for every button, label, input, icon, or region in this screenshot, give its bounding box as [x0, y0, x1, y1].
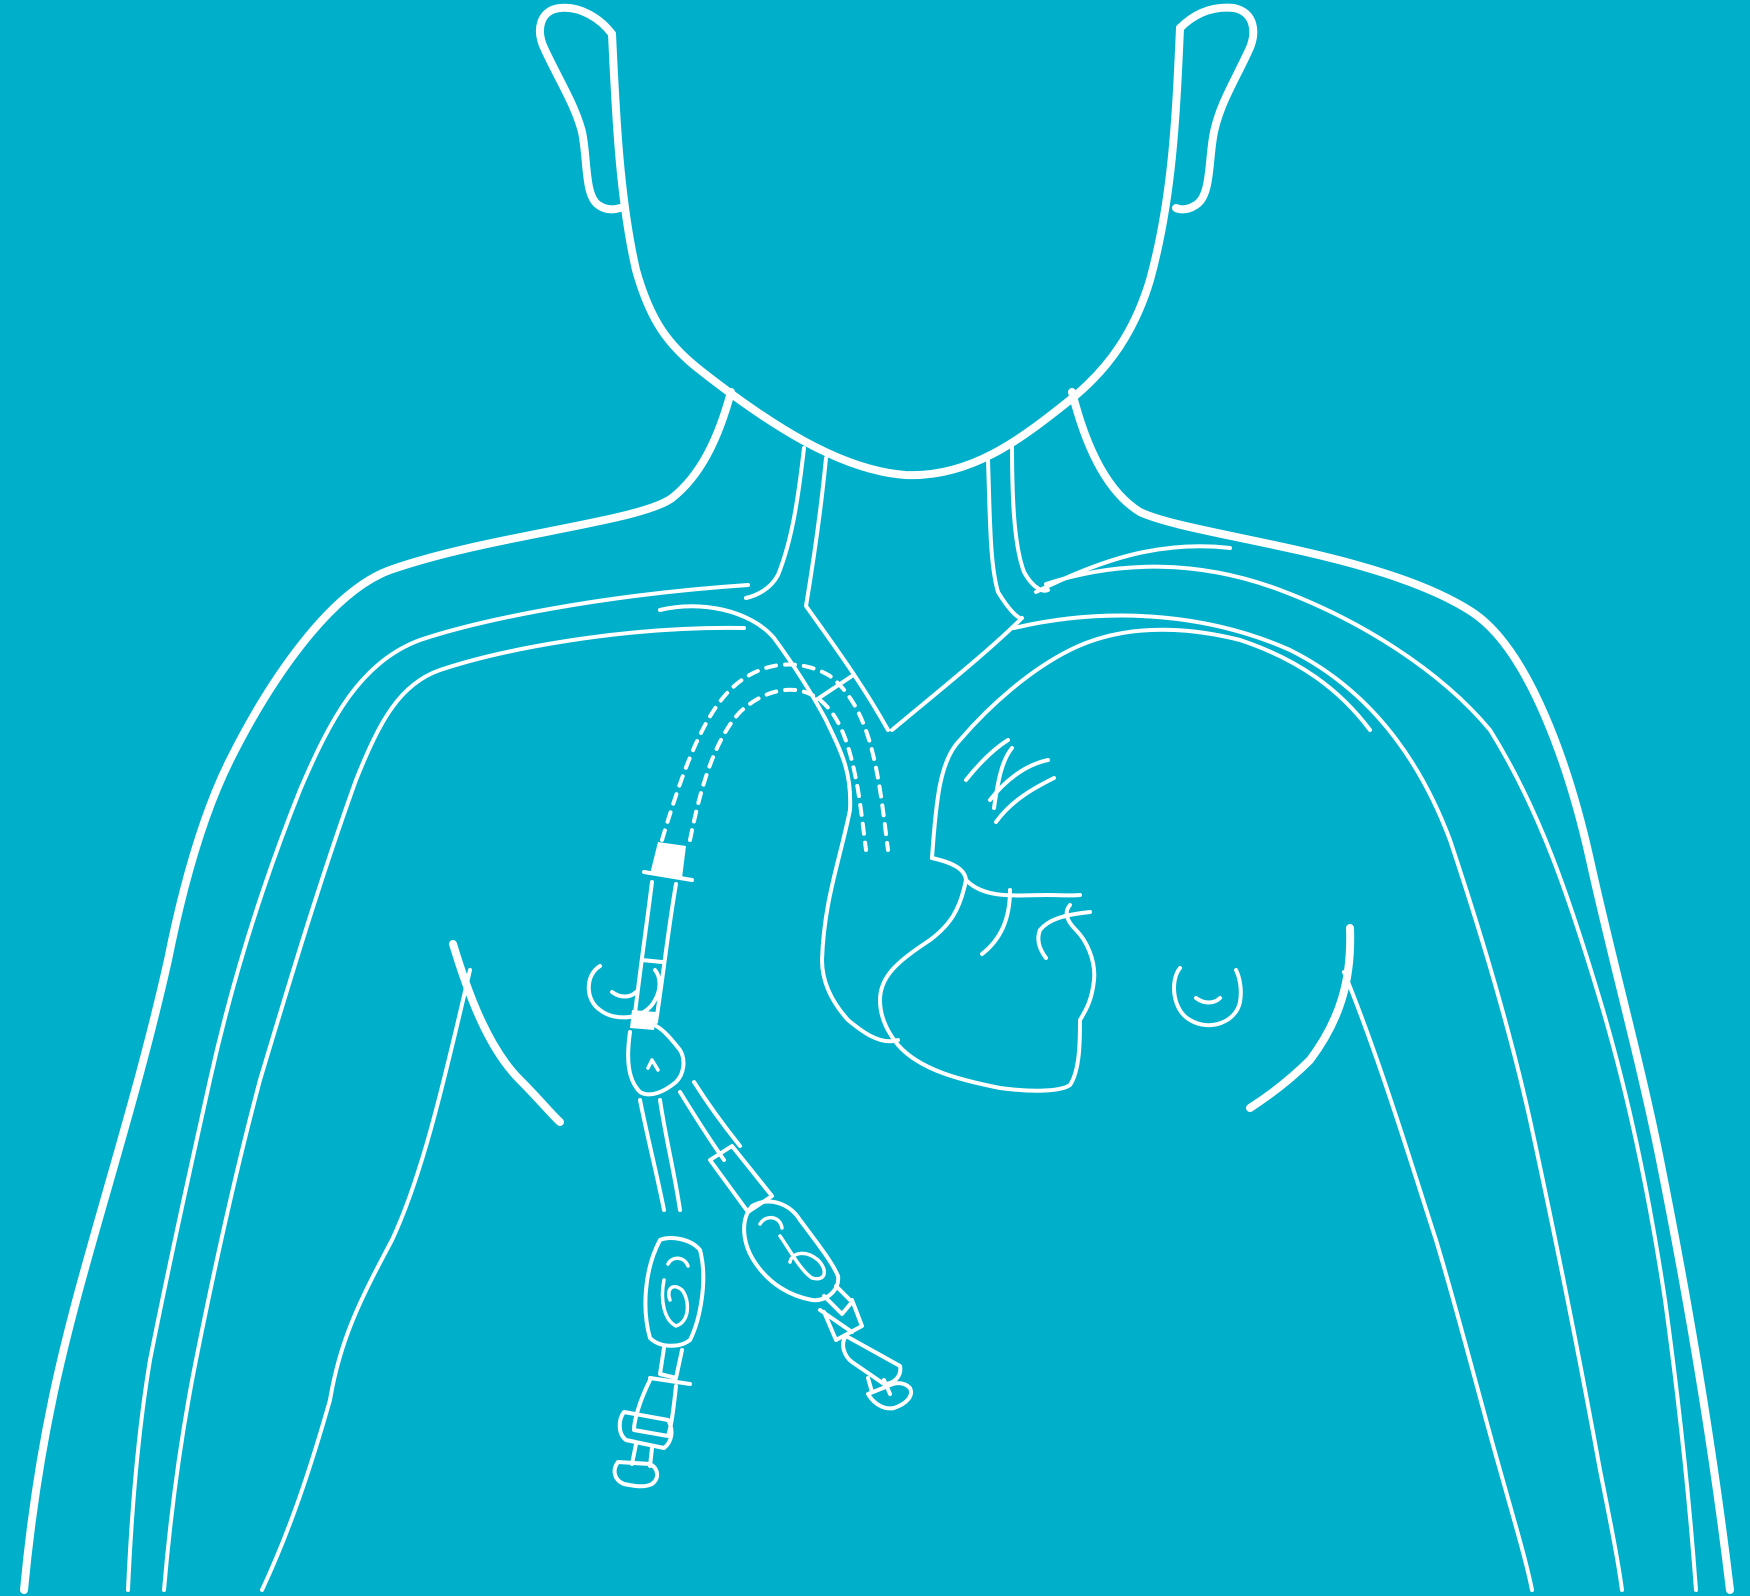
catheter-exit-band — [630, 1010, 656, 1030]
catheter-shaft-band — [642, 960, 662, 962]
